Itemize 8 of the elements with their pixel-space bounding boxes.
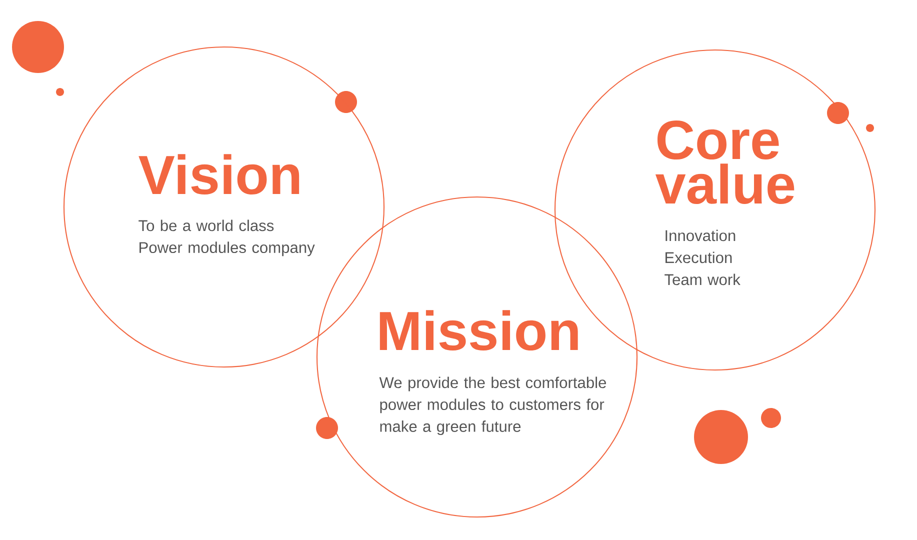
list-item: Execution (666, 252, 732, 264)
body-text: To be a world class Power modules company (138, 220, 315, 256)
heading: Core value (655, 120, 794, 204)
body-text: We provide the best comfortable power modules to customers for make a green future (379, 376, 606, 436)
list-item: Team work (664, 274, 740, 286)
list-item: Innovation (666, 230, 736, 242)
heading: Mission (380, 310, 578, 351)
heading: Vision (138, 154, 300, 195)
